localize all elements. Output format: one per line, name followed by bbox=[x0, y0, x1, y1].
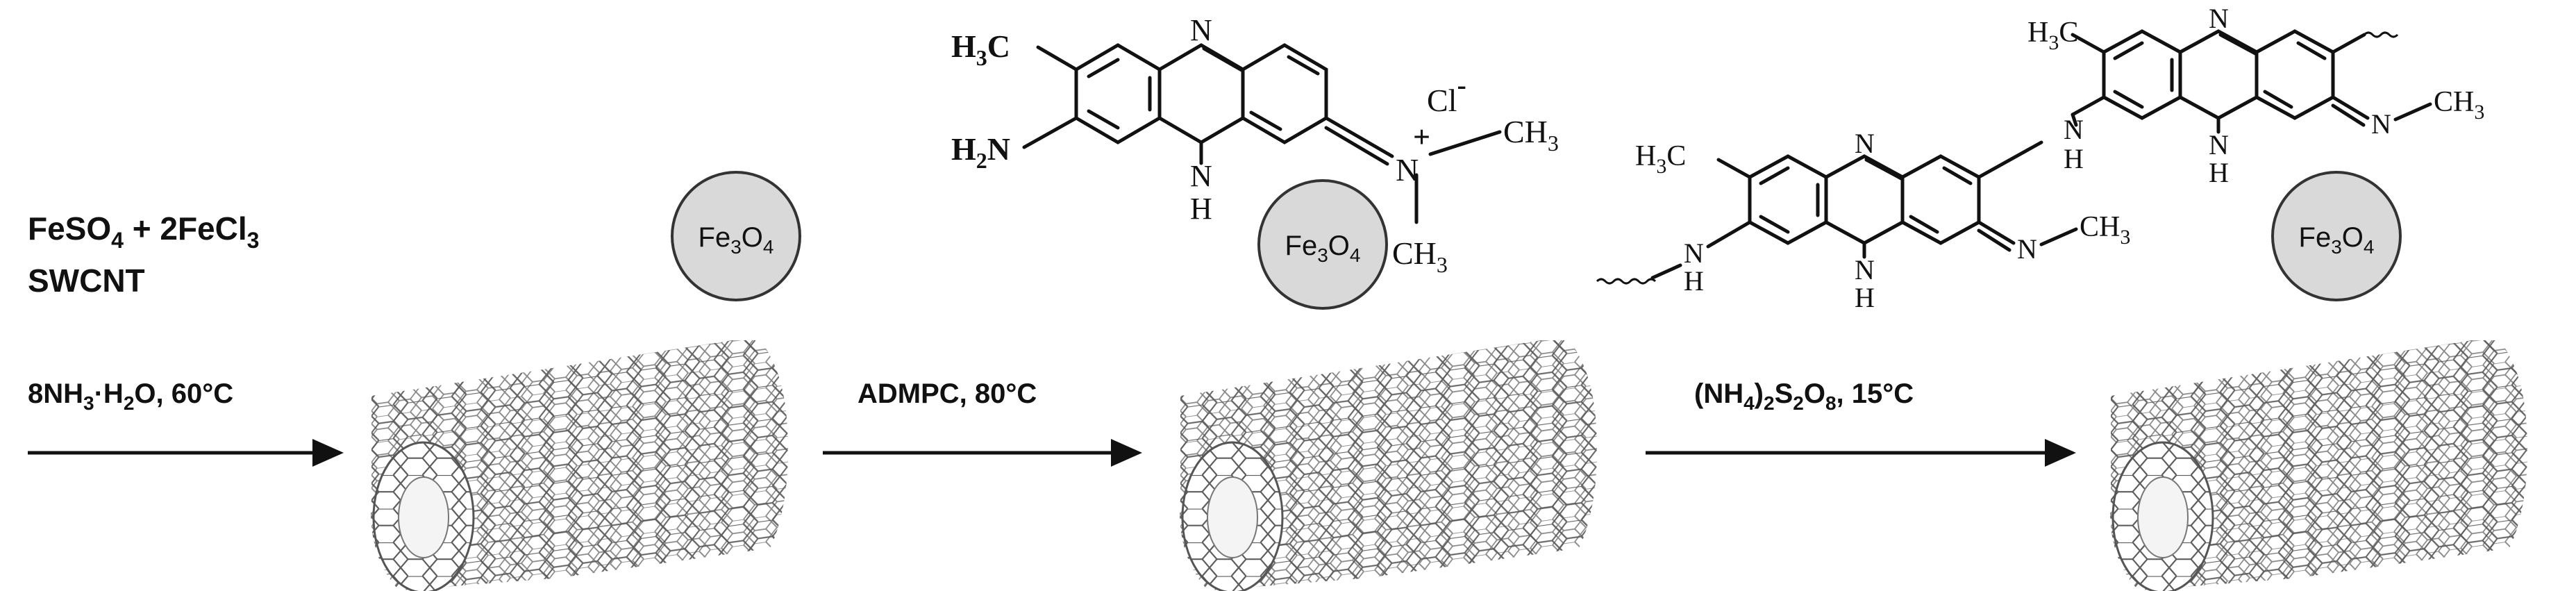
polymer-lower-ring-n-top: N bbox=[1855, 128, 1875, 159]
monomer-ring-nh-n: N bbox=[1190, 159, 1212, 193]
polymer-structure bbox=[1596, 29, 2432, 285]
polymer-upper-nh-left-h: H bbox=[2064, 143, 2084, 174]
reagent-subscript-3: 3 bbox=[247, 228, 260, 253]
reagent-line-1: FeSO4 + 2FeCl3 bbox=[28, 210, 259, 253]
polymer-lower-nh-left-h: H bbox=[1684, 265, 1704, 297]
monomer-methyl-right: CH3 bbox=[1503, 114, 1559, 156]
monomer-ring-nh-h: H bbox=[1190, 192, 1212, 226]
nanotube-2 bbox=[1166, 266, 1611, 591]
polymer-lower-nh-left-n: N bbox=[1684, 238, 1704, 269]
polymer-lower-nh-center-h: H bbox=[1855, 282, 1875, 313]
reagent-fecl: + 2FeCl bbox=[124, 210, 247, 247]
fe3o4-particle-1 bbox=[671, 171, 801, 301]
monomer-amine: H2N bbox=[951, 131, 1010, 173]
nanotube-3 bbox=[2097, 266, 2541, 591]
polymer-lower-imine-methyl: CH3 bbox=[2080, 211, 2130, 249]
polymer-lower-imine: N bbox=[2017, 233, 2037, 265]
monomer-counter-ion: Cl- bbox=[1427, 69, 1466, 118]
monomer-methyl: H3C bbox=[951, 28, 1010, 70]
admpc-monomer-structure bbox=[1022, 43, 1502, 224]
fe3o4-label-1: Fe3O4 bbox=[699, 222, 774, 258]
reagent-swcnt: SWCNT bbox=[28, 263, 145, 299]
polymer-upper-nh-center-h: H bbox=[2209, 157, 2229, 188]
polymer-upper-nh-center-n: N bbox=[2209, 129, 2229, 160]
monomer-methyl-down: CH3 bbox=[1392, 235, 1448, 277]
fe3o4-label-2: Fe3O4 bbox=[1285, 231, 1361, 266]
fe3o4-particle-3 bbox=[2271, 171, 2402, 301]
reagent-subscript-4: 4 bbox=[111, 228, 124, 253]
reagent-feso4: FeSO bbox=[28, 210, 111, 247]
polymer-upper-ring-n-top: N bbox=[2209, 3, 2229, 34]
polymer-upper-nh-left-n: N bbox=[2064, 114, 2084, 145]
polymer-upper-imine-methyl: CH3 bbox=[2434, 86, 2484, 124]
step-1-condition: 8NH3·H2O, 60°C bbox=[28, 378, 233, 414]
polymer-upper-imine: N bbox=[2371, 108, 2391, 140]
polymer-lower-nh-center-n: N bbox=[1855, 254, 1875, 285]
step-3-condition: (NH4)2S2O8, 15°C bbox=[1694, 378, 1914, 414]
monomer-charge: + bbox=[1413, 120, 1430, 154]
polymer-lower-methyl: H3C bbox=[1635, 140, 1686, 178]
monomer-ring-n-top: N bbox=[1190, 13, 1212, 47]
monomer-n-plus: N bbox=[1396, 152, 1419, 188]
fe3o4-label-3: Fe3O4 bbox=[2299, 222, 2375, 258]
fe3o4-particle-2 bbox=[1257, 179, 1388, 310]
nanotube-1 bbox=[358, 266, 802, 591]
step-2-condition: ADMPC, 80°C bbox=[858, 378, 1037, 409]
polymer-upper-methyl: H3C bbox=[2027, 17, 2078, 54]
